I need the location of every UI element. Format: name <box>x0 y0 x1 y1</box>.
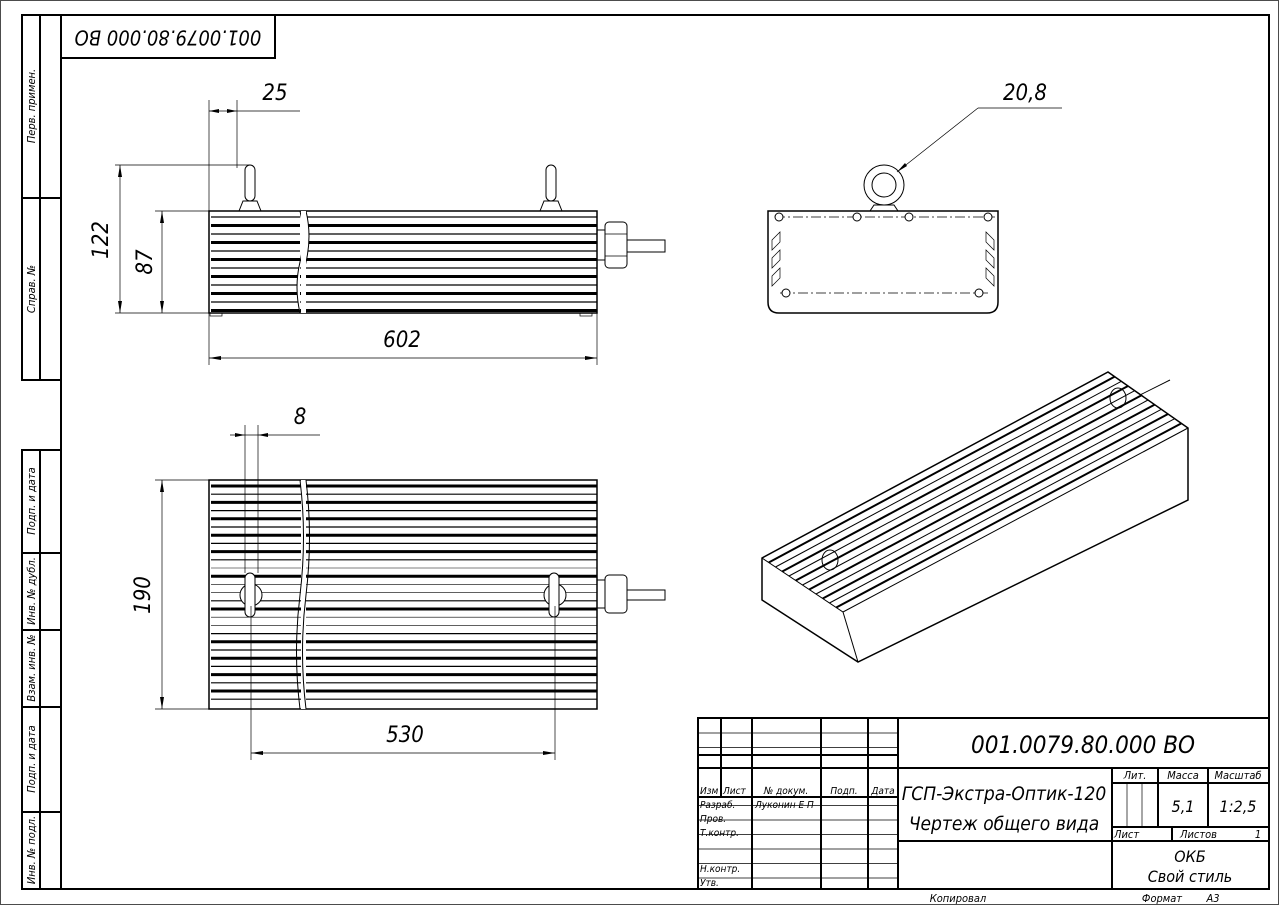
header-izm: Изм <box>700 786 719 797</box>
fin-line <box>815 408 1162 595</box>
top-eyebolt-right-icon <box>543 572 567 618</box>
header-doc-no: № докум. <box>763 786 808 797</box>
side-label-podp-data: Подп. и дата <box>25 467 38 534</box>
sheets-label: Листов <box>1179 828 1217 841</box>
rotated-document-code: 001.0079.80.000 ВО <box>75 26 262 50</box>
header-sign: Подп. <box>830 786 857 797</box>
fin-line <box>775 380 1122 568</box>
front-view: 25 122 87 602 <box>89 81 666 365</box>
mass-value: 5,1 <box>1172 797 1195 816</box>
role-norm-control: Н.контр. <box>700 864 740 875</box>
developer-name: Луконин Е П <box>754 800 814 811</box>
fin-line <box>788 390 1135 577</box>
side-label-perv-primen: Перв. примен. <box>25 69 38 143</box>
front-cable-gland-icon <box>596 221 666 269</box>
front-view-fins <box>211 216 597 312</box>
sheets-count: 1 <box>1255 828 1261 841</box>
title-block: 001.0079.80.000 ВО ГСП-Экстра-Оптик-120 … <box>697 717 1270 890</box>
dim-front-height-body: 87 <box>133 249 158 275</box>
role-developed: Разраб. <box>700 799 735 811</box>
title-drawing-type: Чертеж общего вида <box>909 813 1099 835</box>
lit-label: Лит. <box>1123 769 1147 782</box>
footer-format-label: Формат <box>1142 892 1182 905</box>
rotated-code-box <box>60 14 276 59</box>
mass-label: Масса <box>1167 769 1199 782</box>
dim-front-offset: 25 <box>262 81 287 106</box>
title-product-name: ГСП-Экстра-Оптик-120 <box>902 783 1107 805</box>
org-name-2: Свой стиль <box>1148 867 1233 886</box>
front-hook-left-icon <box>238 164 262 212</box>
dim-front-length: 602 <box>383 328 421 353</box>
front-hook-right-icon <box>539 164 563 212</box>
role-approved: Утв. <box>700 878 719 889</box>
dim-eye-diameter: 20,8 <box>1003 81 1047 106</box>
side-label-sprav: Справ. № <box>25 265 38 313</box>
fin-line <box>781 385 1129 573</box>
role-checked: Пров. <box>700 814 726 825</box>
fin-line <box>835 422 1182 609</box>
header-date: Дата <box>870 786 894 797</box>
top-eyebolt-left-icon <box>239 572 263 618</box>
side-label-podp-data-2: Подп. и дата <box>25 725 38 792</box>
scale-value: 1:2,5 <box>1220 797 1257 816</box>
side-label-inv-podl: Инв. № подл. <box>25 816 38 884</box>
fin-line <box>822 413 1169 600</box>
dim-top-offset: 8 <box>294 405 307 430</box>
scale-label: Масштаб <box>1214 769 1261 782</box>
footer-format: А3 <box>1205 892 1219 905</box>
fin-line <box>802 399 1149 586</box>
end-view: 20,8 <box>767 81 1062 314</box>
title-document-code: 001.0079.80.000 ВО <box>971 731 1195 759</box>
top-cable-gland-icon <box>596 574 666 614</box>
top-view-fins <box>211 484 597 700</box>
dim-top-mount-spacing: 530 <box>386 723 424 748</box>
fin-line <box>795 394 1142 582</box>
isometric-fins <box>768 375 1182 609</box>
header-list: Лист <box>722 786 747 797</box>
role-tech-control: Т.контр. <box>700 828 739 839</box>
footer-copied: Копировал <box>930 892 987 905</box>
fin-line <box>829 418 1175 604</box>
side-label-inv-dubl: Инв. № дубл. <box>25 557 38 625</box>
side-strip: Перв. примен. Справ. № Подп. и дата Инв.… <box>21 14 62 890</box>
top-view: 8 190 530 <box>131 405 666 760</box>
dim-front-height-total: 122 <box>89 221 114 259</box>
side-label-vzam-inv: Взам. инв. № <box>25 634 38 701</box>
fin-line <box>808 403 1156 591</box>
sheet-label: Лист <box>1113 828 1139 841</box>
fin-line <box>768 375 1116 564</box>
dim-top-width: 190 <box>131 576 156 614</box>
isometric-view <box>761 371 1189 663</box>
org-name-1: ОКБ <box>1174 847 1206 866</box>
